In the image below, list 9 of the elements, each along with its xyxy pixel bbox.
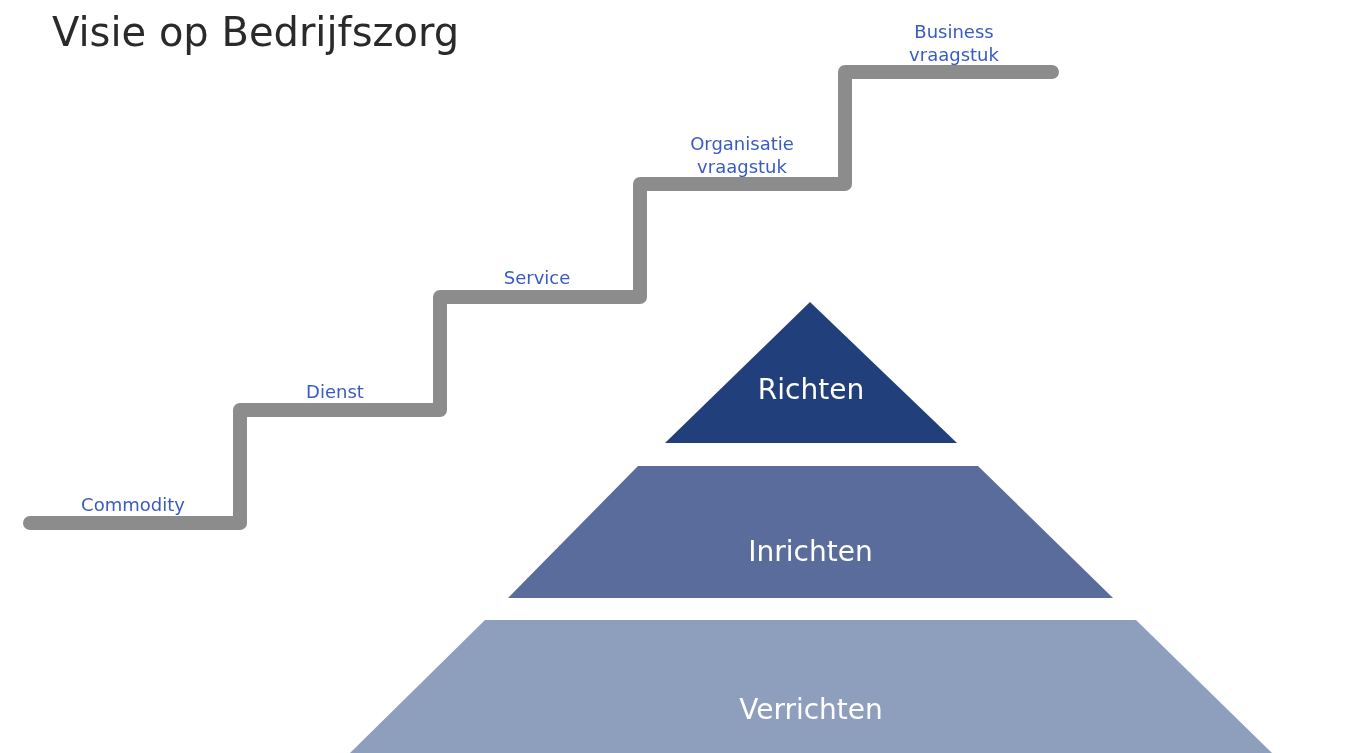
layer-label: Inrichten	[747, 535, 874, 569]
step-label: Dienst	[306, 380, 364, 403]
step-label: Business vraagstuk	[908, 20, 1000, 66]
title: Visie op Bedrijfszorg	[52, 8, 460, 56]
layer-label: Richten	[756, 373, 866, 407]
step-label: Commodity	[81, 493, 185, 516]
layer-label: Verrichten	[738, 693, 884, 727]
step-label: Organisatie vraagstuk	[689, 132, 795, 178]
step-label: Service	[503, 266, 571, 289]
